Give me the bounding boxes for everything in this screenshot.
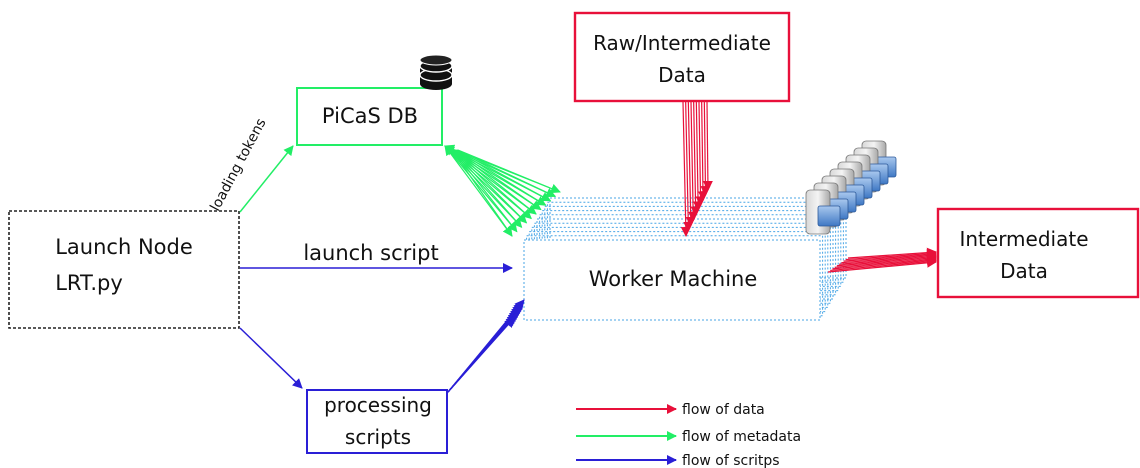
data-arrow (695, 101, 706, 207)
metadata-arrow (457, 149, 561, 194)
database-icon (419, 54, 453, 90)
data-arrow (832, 255, 937, 270)
loading-tokens-arrow (239, 145, 294, 213)
data-arrow (700, 101, 711, 197)
scripts-arrow (447, 299, 525, 393)
server-panel (817, 205, 841, 227)
data-arrow (847, 247, 937, 259)
data-arrow (688, 101, 699, 222)
raw-data-fan-arrows (680, 101, 713, 237)
data-arrow (839, 252, 937, 265)
data-arrow (685, 101, 696, 227)
launch-node-title: Launch Node (55, 235, 193, 259)
server-rack-icon (805, 140, 897, 235)
legend-metadata-label: flow of metadata (682, 429, 801, 445)
data-arrow (834, 254, 937, 268)
worker-machine-box (523, 239, 821, 321)
metadata-arrow (454, 149, 537, 215)
data-arrow (845, 248, 937, 261)
raw-data-line1: Raw/Intermediate (593, 31, 771, 55)
data-arrow (702, 101, 713, 191)
picas-db-label: PiCaS DB (322, 104, 418, 128)
data-arrow (680, 101, 691, 237)
launch-script-label: launch script (303, 241, 438, 265)
to-processing-scripts-arrow (239, 327, 303, 389)
data-arrow (690, 101, 701, 217)
data-arrow (683, 101, 694, 232)
metadata-fan-arrows (444, 144, 561, 237)
legend: flow of data flow of metadata flow of sc… (576, 402, 801, 468)
processing-scripts-node: processing scripts (306, 389, 448, 454)
intermediate-data-node: Intermediate Data (936, 207, 1140, 299)
data-arrow (841, 251, 937, 264)
worker-machine-label: Worker Machine (589, 267, 758, 291)
raw-data-node: Raw/Intermediate Data (573, 11, 791, 103)
scripts-fan-arrows (447, 299, 525, 393)
data-arrow (836, 253, 937, 267)
raw-data-line2: Data (658, 63, 706, 87)
data-arrow (697, 101, 708, 202)
launch-node-script: LRT.py (55, 271, 123, 295)
data-arrow (830, 256, 937, 272)
data-arrow (843, 249, 937, 262)
picas-db-node: PiCaS DB (296, 87, 443, 146)
legend-data-label: flow of data (682, 402, 765, 418)
launch-node: Launch Node LRT.py (8, 210, 240, 329)
worker-machine-stack (523, 197, 847, 321)
data-arrow (693, 101, 704, 212)
output-data-fan-arrows (827, 247, 937, 273)
processing-scripts-line1: processing (324, 393, 432, 417)
processing-scripts-line2: scripts (345, 425, 411, 449)
data-arrow (827, 257, 937, 273)
intermediate-data-line2: Data (1000, 259, 1048, 283)
legend-scripts-label: flow of scritps (682, 453, 780, 468)
intermediate-data-line1: Intermediate (959, 227, 1088, 251)
loading-tokens-label: loading tokens (207, 116, 269, 214)
